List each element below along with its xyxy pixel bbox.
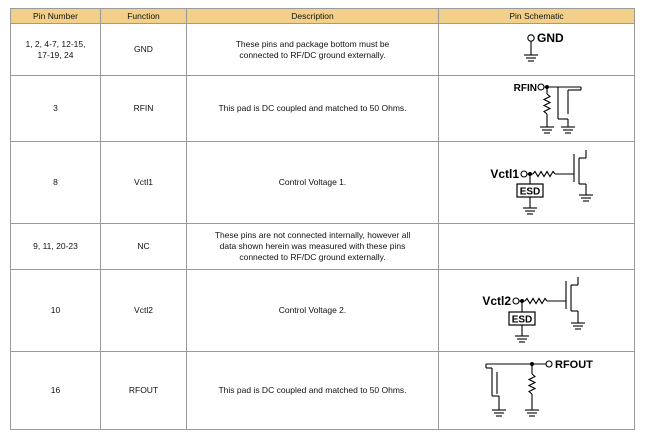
pin-terminal-icon — [545, 360, 553, 368]
gnd-schematic-diagram: GND — [524, 31, 564, 62]
resistor-icon — [542, 93, 552, 115]
function-cell: Vctl1 — [100, 141, 187, 224]
schematic-cell: Vctl2 ESD — [438, 269, 635, 352]
description-cell: This pad is DC coupled and matched to 50… — [186, 351, 439, 430]
header-pin-schematic: Pin Schematic — [438, 8, 635, 24]
description-cell: Control Voltage 1. — [186, 141, 439, 224]
schematic-cell: RFIN — [438, 75, 635, 142]
function-cell: GND — [100, 23, 187, 76]
pin-terminal-icon — [527, 34, 535, 42]
header-pin-number: Pin Number — [10, 8, 101, 24]
schematic-cell: RFOUT — [438, 351, 635, 430]
function-cell: Vctl2 — [100, 269, 187, 352]
function-cell: RFIN — [100, 75, 187, 142]
schematic-label: Vctl2 — [482, 294, 511, 308]
pin-number-cell: 10 — [10, 269, 101, 352]
pin-number-cell: 1, 2, 4-7, 12-15, 17-19, 24 — [10, 23, 101, 76]
vctl1-schematic-diagram: Vctl1 ESD — [490, 150, 593, 215]
table-row: 10 Vctl2 Control Voltage 2. — [10, 269, 635, 352]
schematic-cell — [438, 223, 635, 270]
resistor-icon — [527, 373, 537, 395]
function-cell: NC — [100, 223, 187, 270]
table-row: 1, 2, 4-7, 12-15, 17-19, 24 GND These pi… — [10, 23, 635, 76]
table-row: 9, 11, 20-23 NC These pins are not conne… — [10, 223, 635, 270]
description-cell: These pins and package bottom must be co… — [186, 23, 439, 76]
schematic-label: Vctl1 — [490, 167, 519, 181]
esd-label: ESD — [512, 315, 533, 326]
pin-number-cell: 9, 11, 20-23 — [10, 223, 101, 270]
pin-terminal-icon — [537, 83, 545, 91]
function-cell: RFOUT — [100, 351, 187, 430]
esd-label: ESD — [520, 187, 541, 198]
description-cell: Control Voltage 2. — [186, 269, 439, 352]
resistor-icon — [532, 170, 556, 178]
pin-number-cell: 3 — [10, 75, 101, 142]
schematic-cell: GND — [438, 23, 635, 76]
vctl2-schematic-diagram: Vctl2 ESD — [482, 277, 585, 343]
resistor-icon — [524, 297, 548, 305]
pin-terminal-icon — [520, 170, 528, 178]
rfin-schematic-diagram: RFIN — [514, 83, 582, 134]
table-row: 3 RFIN This pad is DC coupled and matche… — [10, 75, 635, 142]
description-cell: These pins are not connected internally,… — [186, 223, 439, 270]
pin-terminal-icon — [512, 297, 520, 305]
table-row: 16 RFOUT This pad is DC coupled and matc… — [10, 351, 635, 430]
rfout-schematic-diagram: RFOUT — [485, 359, 593, 417]
pin-number-cell: 8 — [10, 141, 101, 224]
table-header-row: Pin Number Function Description Pin Sche… — [10, 8, 635, 24]
table-row: 8 Vctl1 Control Voltage 1. — [10, 141, 635, 224]
schematic-label: GND — [537, 31, 564, 45]
header-description: Description — [186, 8, 439, 24]
schematic-label: RFIN — [514, 83, 537, 94]
description-cell: This pad is DC coupled and matched to 50… — [186, 75, 439, 142]
schematic-label: RFOUT — [555, 359, 593, 371]
ground-symbol-icon — [524, 54, 538, 62]
pin-description-table: Pin Number Function Description Pin Sche… — [10, 8, 635, 430]
pin-number-cell: 16 — [10, 351, 101, 430]
schematic-cell: Vctl1 ESD — [438, 141, 635, 224]
header-function: Function — [100, 8, 187, 24]
